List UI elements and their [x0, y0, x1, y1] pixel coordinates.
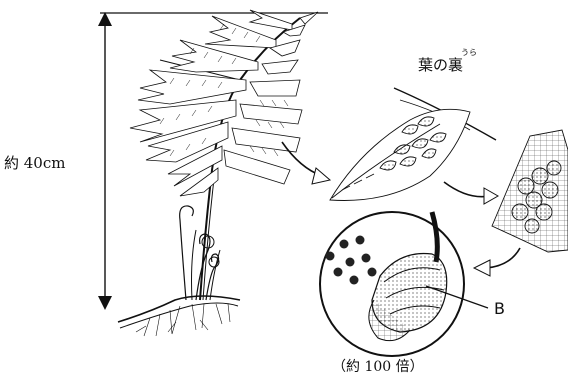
arrow-head-3 [474, 260, 490, 276]
arrow-to-sporangium [486, 248, 520, 268]
sporangium-magnified [320, 212, 488, 356]
arrow-head-1 [312, 168, 330, 184]
leaf-back-label: 葉の裏 [418, 54, 463, 75]
sorus-closeup [492, 130, 568, 252]
fern-plant [118, 10, 318, 336]
leaf-back-drawing [330, 88, 496, 201]
marker-b: B [494, 299, 505, 318]
arrow-head-2 [484, 188, 498, 204]
height-label: 約 40cm [4, 152, 65, 173]
magnification-label: （約 100 倍） [332, 356, 424, 376]
leaf-back-ruby: うら [461, 47, 477, 58]
arrow-to-cells [444, 182, 490, 197]
